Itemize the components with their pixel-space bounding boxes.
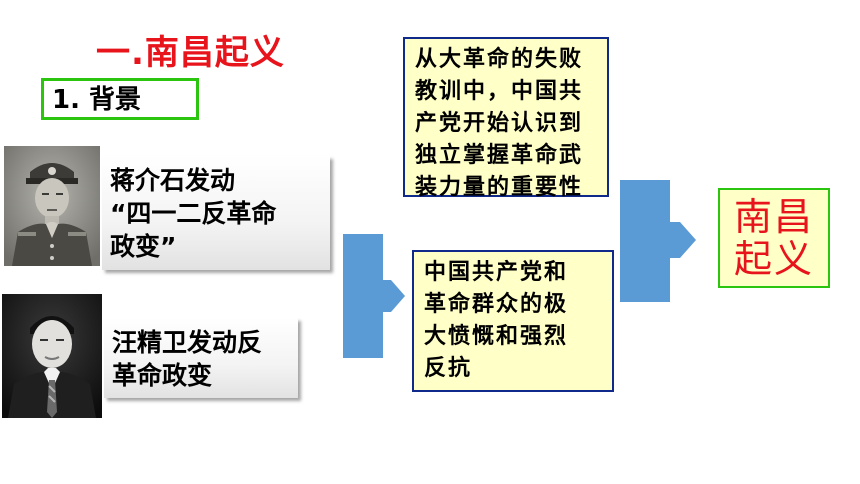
lesson-text-line: 从大革命的失败 (415, 46, 584, 72)
portrait-chiang (4, 146, 100, 266)
cause-text-line: 革命政变 (112, 361, 213, 390)
arrow-right-icon (620, 180, 696, 302)
result-text-line: 起义 (733, 237, 814, 281)
reaction-text-line: 中国共产党和 (424, 259, 569, 285)
section-heading: 1. 背景 (41, 78, 199, 120)
portrait-wang (2, 294, 102, 418)
reaction-text-line: 反抗 (424, 355, 473, 381)
arrow-right-icon (343, 234, 405, 358)
lesson-box: 从大革命的失败 教训中，中国共 产党开始认识到 独立掌握革命武 装力量的重要性 (403, 37, 609, 200)
lesson-text-line: 装力量的重要性 (415, 174, 584, 200)
cause-box-chiang: 蒋介石发动 “四一二反革命 政变” (102, 156, 330, 270)
lesson-text-line: 独立掌握革命武 (415, 142, 584, 168)
result-box: 南昌 起义 (718, 188, 830, 288)
result-text-line: 南昌 (733, 195, 814, 239)
reaction-box: 中国共产党和 革命群众的极 大愤慨和强烈 反抗 (412, 250, 614, 392)
reaction-text-line: 大愤慨和强烈 (424, 323, 569, 349)
lesson-text-line: 教训中，中国共 (415, 78, 584, 104)
section-number: 1. (52, 85, 80, 115)
page-title: 一.南昌起义 (96, 33, 285, 73)
cause-text-line: “四一二反革命 (110, 199, 277, 228)
section-label: 背景 (89, 85, 142, 115)
lesson-text-line: 产党开始认识到 (415, 110, 584, 136)
cause-text-line: 蒋介石发动 (110, 166, 236, 195)
cause-text-line: 政变” (110, 232, 177, 261)
cause-text-line: 汪精卫发动反 (112, 328, 263, 357)
cause-box-wang: 汪精卫发动反 革命政变 (104, 318, 298, 398)
reaction-text-line: 革命群众的极 (424, 291, 569, 317)
